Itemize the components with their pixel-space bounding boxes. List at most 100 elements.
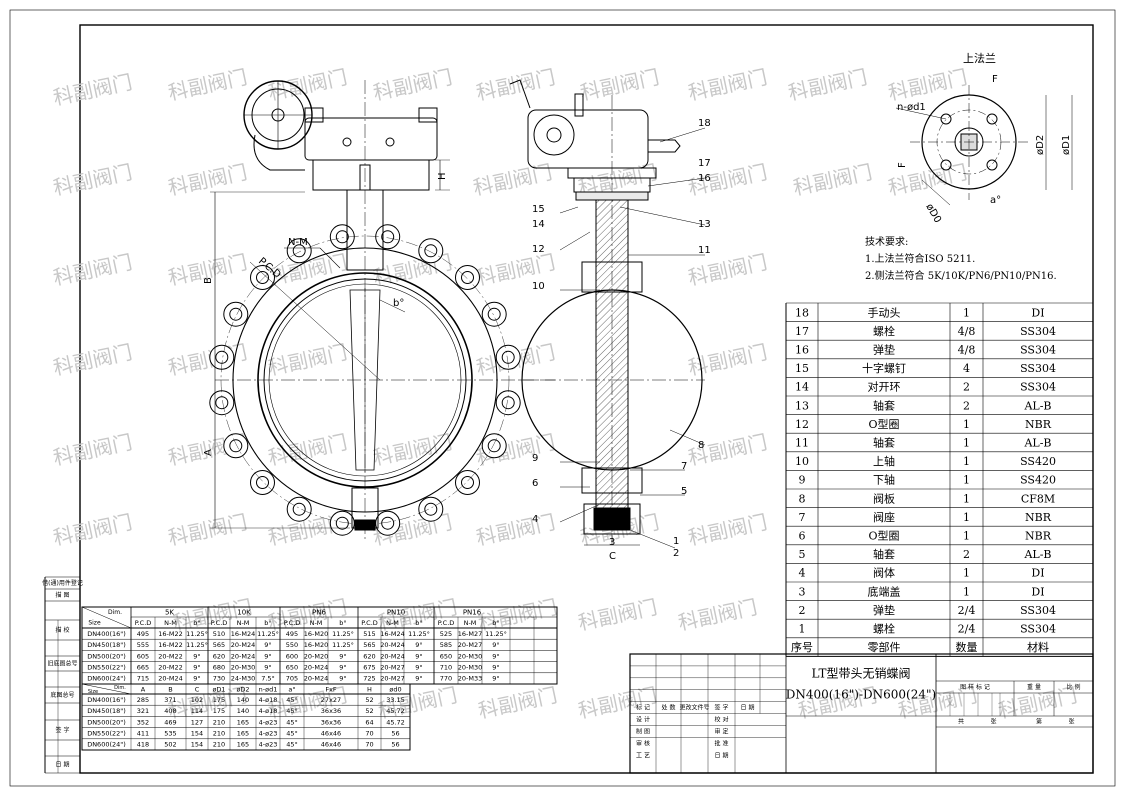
flange-sub-header: N-M xyxy=(237,619,250,627)
lug-outline xyxy=(286,238,312,264)
drawing-name: LT型带头无销蝶阀 xyxy=(812,665,911,680)
bom-qty: 1 xyxy=(963,492,970,505)
dim-cell: 45° xyxy=(286,741,298,749)
watermark-text: 科副阀门 xyxy=(166,160,249,200)
bom-no: 8 xyxy=(799,492,806,505)
bolt-hole xyxy=(461,476,474,489)
dim-cell: 52 xyxy=(365,707,373,715)
dim-cell: 56 xyxy=(391,741,399,749)
watermark-text: 科副阀门 xyxy=(474,65,557,105)
watermark-text: 科副阀门 xyxy=(686,340,769,380)
flange-table-dim: Dim. xyxy=(108,609,122,616)
watermark-text: 科副阀门 xyxy=(676,595,759,635)
label-nm: N-M xyxy=(288,237,308,248)
watermark-text: 科副阀门 xyxy=(578,65,661,105)
lug-outline xyxy=(418,496,444,522)
bolt-hole xyxy=(292,502,306,516)
dim-cell: 140 xyxy=(237,696,249,704)
bom-material: SS304 xyxy=(1020,604,1056,617)
dim-header: a° xyxy=(288,685,295,693)
dim-cell: 45° xyxy=(286,718,298,726)
top-flange-n-od1: n-ød1 xyxy=(897,102,926,113)
bom-material: NBR xyxy=(1025,511,1052,524)
bom-material: NBR xyxy=(1025,529,1052,542)
lug-outline xyxy=(209,344,235,370)
dim-cell: 165 xyxy=(237,741,249,749)
bom-part: 轴套 xyxy=(873,435,895,449)
flange-cell: 675 xyxy=(363,664,375,672)
flange-cell: 9° xyxy=(193,664,200,672)
dim-cell: 352 xyxy=(137,718,149,726)
bom-qty: 1 xyxy=(963,567,970,580)
flange-cell: 715 xyxy=(137,675,149,683)
bom-no: 15 xyxy=(795,362,809,375)
dim-cell: 46x46 xyxy=(321,730,341,738)
flange-cell: 9° xyxy=(415,664,422,672)
callout-15: 15 xyxy=(532,204,545,215)
sheet-label-weight: 重 量 xyxy=(1027,683,1041,691)
flange-cell: 9° xyxy=(193,675,200,683)
dim-cell: 114 xyxy=(191,707,203,715)
flange-cell: 9° xyxy=(492,675,499,683)
dim-cell: 4-ø23 xyxy=(259,741,278,749)
lug-outline xyxy=(481,301,507,327)
title-block-row-label: 设 计 xyxy=(636,716,650,724)
bom-part: 螺栓 xyxy=(873,621,895,635)
flange-cell: 9° xyxy=(264,641,271,649)
callout-17: 17 xyxy=(698,158,711,169)
flange-cell: 20-M30 xyxy=(231,664,256,672)
flange-cell: 680 xyxy=(213,664,225,672)
dim-header: C xyxy=(195,685,200,693)
bom-no: 6 xyxy=(799,529,806,542)
watermark-text: 科副阀门 xyxy=(371,65,454,105)
flange-cell: 650 xyxy=(440,652,452,660)
bom-part: 底端盖 xyxy=(868,584,901,598)
dim-cell: 154 xyxy=(191,730,203,738)
dim-header: FxF xyxy=(325,685,337,693)
dim-cell: 70 xyxy=(365,730,373,738)
bom-part: O型圈 xyxy=(868,417,899,431)
bom-part: 阀体 xyxy=(873,566,895,580)
bom-part: 阀座 xyxy=(873,510,895,524)
flange-cell: 665 xyxy=(137,664,149,672)
title-block-label: 签 字 xyxy=(715,704,729,712)
dim-cell: 154 xyxy=(191,741,203,749)
callout-9: 9 xyxy=(532,453,538,464)
callout-13: 13 xyxy=(698,219,711,230)
flange-cell: 565 xyxy=(213,641,225,649)
dim-header: øD2 xyxy=(236,685,249,693)
bom-header-cell: 序号 xyxy=(791,640,813,654)
watermark-text: 科副阀门 xyxy=(786,65,869,105)
bom-header-cell: 零部件 xyxy=(868,640,901,654)
flange-cell: 620 xyxy=(363,652,375,660)
flange-sub-header: P.C.D xyxy=(135,619,152,627)
bom-part: O型圈 xyxy=(868,528,899,542)
flange-cell: 20-M24 xyxy=(380,652,405,660)
title-block-label: 标 记 xyxy=(636,704,650,712)
lug-outline xyxy=(223,301,249,327)
flange-cell: 710 xyxy=(440,664,452,672)
dim-cell: 52 xyxy=(365,696,373,704)
title-block-label: 更改文件号 xyxy=(679,704,709,712)
watermark-layer: 科副阀门科副阀门科副阀门科副阀门科副阀门科副阀门科副阀门科副阀门科副阀门科副阀门… xyxy=(51,65,1079,723)
dim-cell: 45° xyxy=(286,730,298,738)
flange-cell: 555 xyxy=(137,641,149,649)
bom-part: 对开环 xyxy=(868,380,901,394)
dim-table-size: Size xyxy=(88,689,98,695)
flange-cell: 20-M24 xyxy=(380,641,405,649)
bom-material: AL-B xyxy=(1023,548,1051,561)
lug-outline xyxy=(495,390,521,416)
bom-material: DI xyxy=(1031,306,1044,319)
dim-cell: 140 xyxy=(237,707,249,715)
dim-cell: 469 xyxy=(164,718,176,726)
dim-cell: 102 xyxy=(191,696,203,704)
flange-cell: 20-M24 xyxy=(231,641,256,649)
dim-row-size: DN400(16") xyxy=(87,696,126,704)
bom-part: 轴套 xyxy=(873,398,895,412)
lug-outline xyxy=(455,265,480,290)
flange-sub-header: P.C.D xyxy=(361,619,378,627)
left-strip-label: 借(通)用件登记 xyxy=(42,579,83,587)
flange-cell: 620 xyxy=(213,652,225,660)
bom-material: SS304 xyxy=(1020,362,1056,375)
